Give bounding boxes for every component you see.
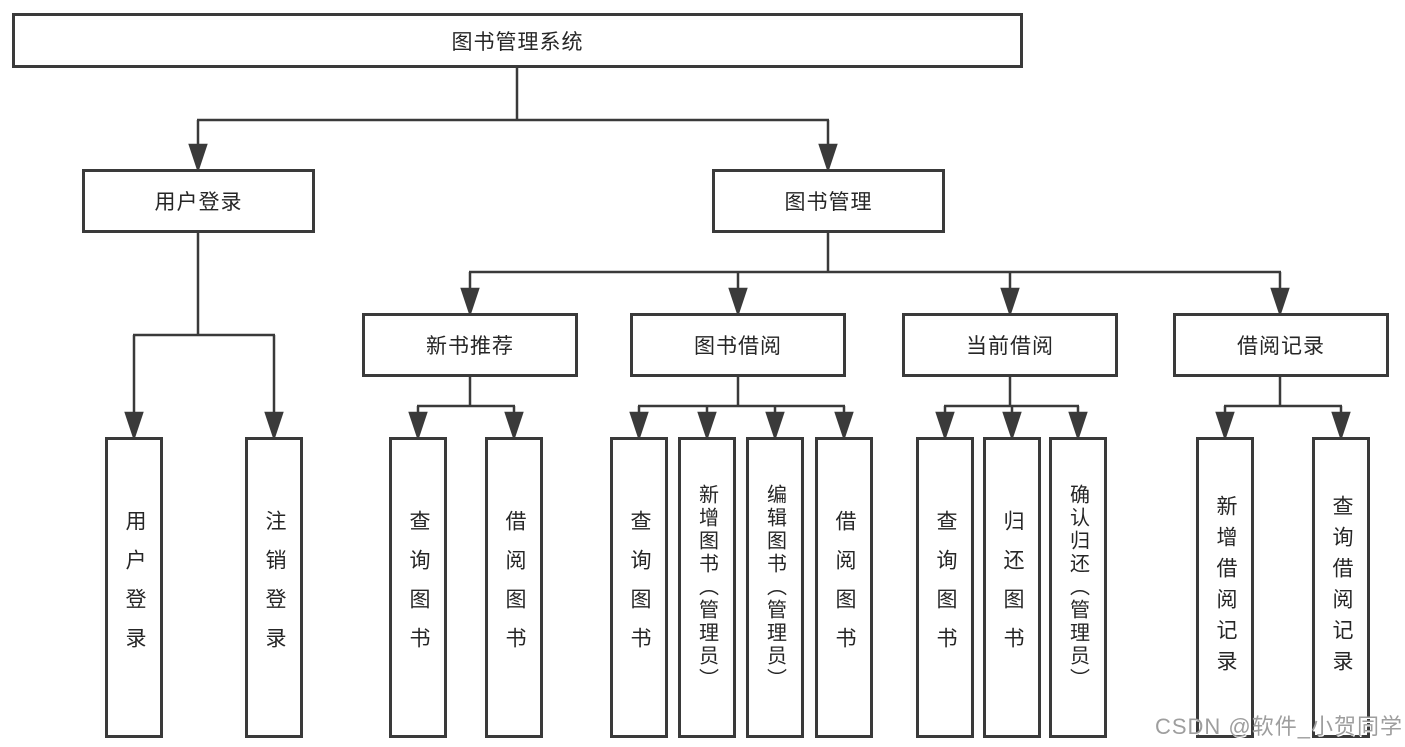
leaf-add-book-admin: 新增图书（管理员） — [678, 437, 736, 738]
node-book-management: 图书管理 — [712, 169, 945, 233]
leaf-confirm-return-admin-label: 确认归还（管理员） — [1066, 484, 1089, 691]
node-root-label: 图书管理系统 — [451, 30, 584, 54]
leaf-add-book-admin-label: 新增图书（管理员） — [695, 484, 718, 691]
leaf-query-books-label: 查询图书 — [628, 509, 651, 666]
node-book-management-label: 图书管理 — [784, 191, 873, 214]
leaf-edit-book-admin: 编辑图书（管理员） — [746, 437, 804, 738]
leaf-return-books-label: 归还图书 — [1001, 509, 1024, 666]
node-current-borrow: 当前借阅 — [902, 313, 1118, 377]
leaf-add-borrow-record-label: 新增借阅记录 — [1214, 494, 1237, 681]
node-user-login: 用户登录 — [82, 169, 315, 233]
leaf-user-login-label: 用户登录 — [123, 509, 146, 666]
leaf-confirm-return-admin: 确认归还（管理员） — [1049, 437, 1107, 738]
leaf-user-login: 用户登录 — [105, 437, 163, 738]
node-book-borrow-label: 图书借阅 — [694, 335, 782, 358]
leaf-query-books: 查询图书 — [389, 437, 447, 738]
node-current-borrow-label: 当前借阅 — [966, 335, 1054, 358]
node-new-book-recommend: 新书推荐 — [362, 313, 578, 377]
leaf-query-books-label: 查询图书 — [407, 509, 430, 666]
leaf-logout: 注销登录 — [245, 437, 303, 738]
leaf-query-books: 查询图书 — [916, 437, 974, 738]
leaf-borrow-books: 借阅图书 — [485, 437, 543, 738]
node-user-login-label: 用户登录 — [154, 191, 243, 214]
node-new-book-recommend-label: 新书推荐 — [426, 335, 514, 358]
leaf-query-books: 查询图书 — [610, 437, 668, 738]
leaf-query-borrow-record-label: 查询借阅记录 — [1330, 494, 1353, 681]
watermark: CSDN @软件_小贺同学 — [1154, 714, 1403, 739]
node-borrow-records-label: 借阅记录 — [1237, 335, 1325, 358]
leaf-query-books-label: 查询图书 — [934, 509, 957, 666]
leaf-query-borrow-record: 查询借阅记录 — [1312, 437, 1370, 738]
leaf-return-books: 归还图书 — [983, 437, 1041, 738]
leaf-borrow-books-label: 借阅图书 — [503, 509, 526, 666]
leaf-edit-book-admin-label: 编辑图书（管理员） — [763, 484, 786, 691]
leaf-add-borrow-record: 新增借阅记录 — [1196, 437, 1254, 738]
node-root: 图书管理系统 — [12, 13, 1023, 68]
leaf-borrow-books: 借阅图书 — [815, 437, 873, 738]
node-book-borrow: 图书借阅 — [630, 313, 846, 377]
node-borrow-records: 借阅记录 — [1173, 313, 1389, 377]
leaf-borrow-books-label: 借阅图书 — [833, 509, 856, 666]
leaf-logout-label: 注销登录 — [263, 509, 286, 666]
